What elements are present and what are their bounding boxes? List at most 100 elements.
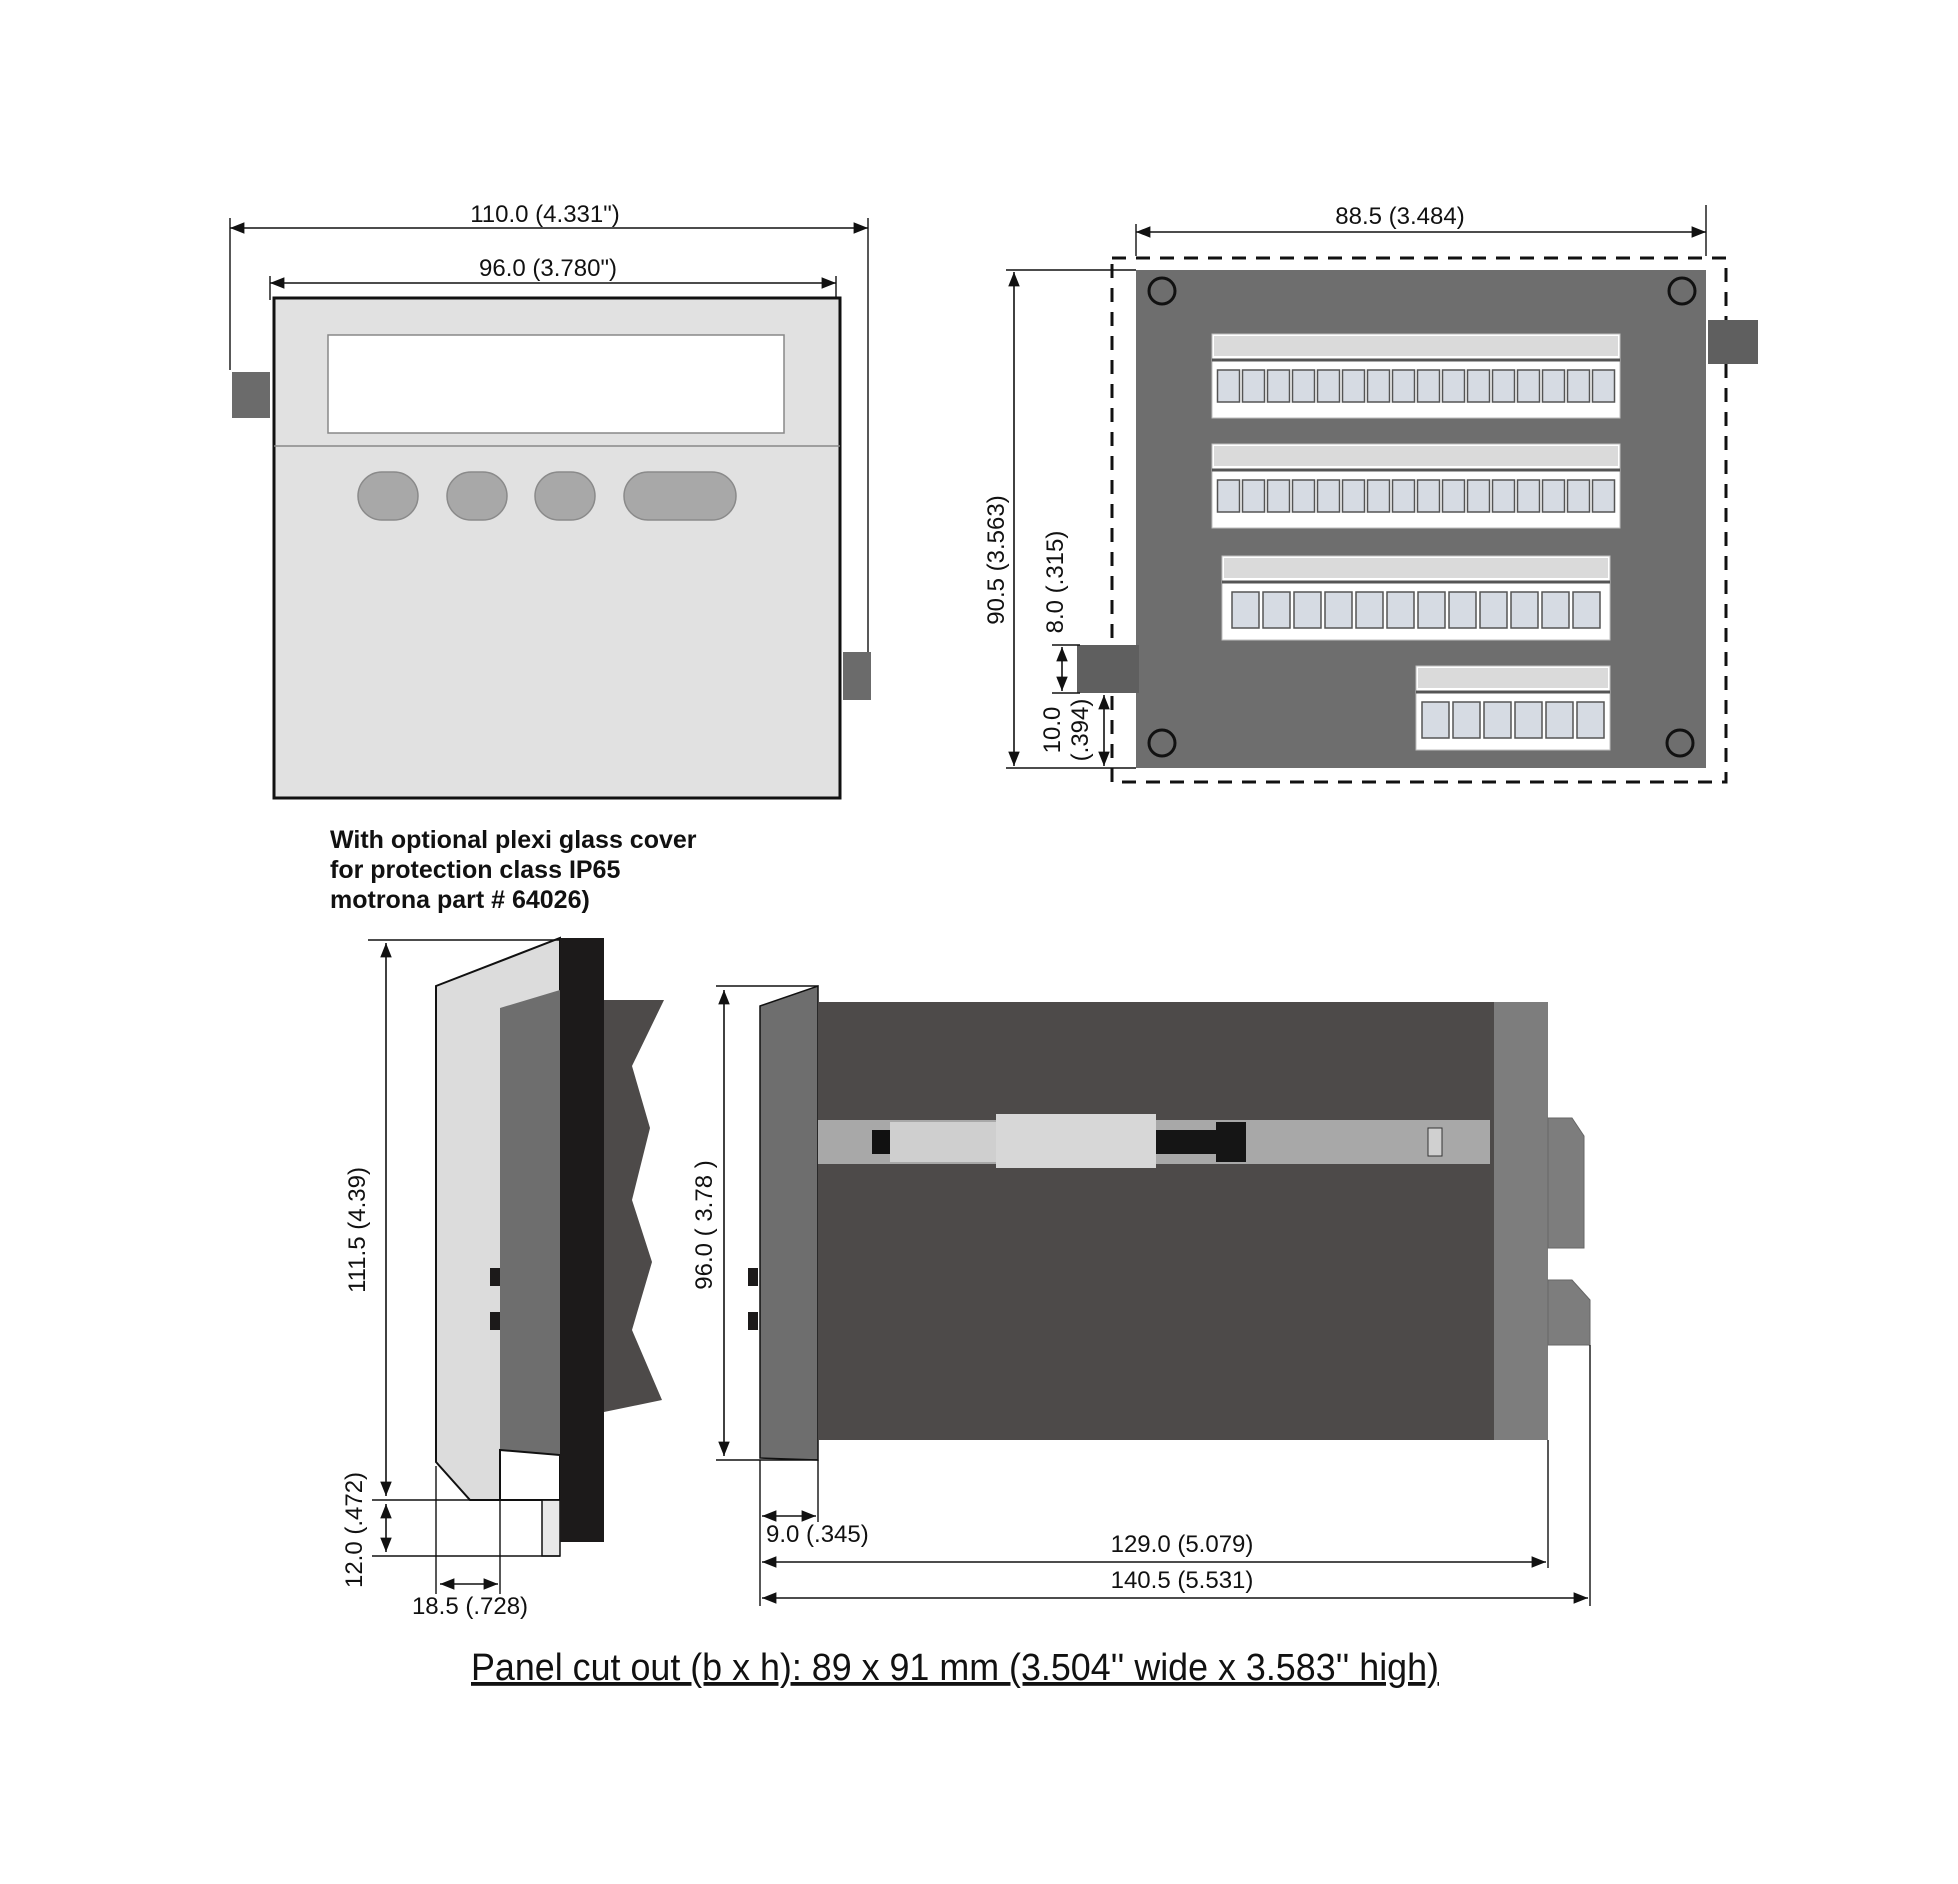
terminal-screw — [1466, 479, 1491, 513]
cover-note-line-2: for protection class IP65 — [330, 856, 620, 884]
terminal-screw — [1391, 479, 1416, 513]
rail-block-1 — [890, 1122, 996, 1162]
rail-connector — [1156, 1130, 1216, 1154]
rear-clip-left — [1077, 645, 1139, 693]
terminal-screw — [1541, 479, 1566, 513]
terminal-screw — [1466, 369, 1491, 403]
terminal-screw — [1386, 591, 1415, 629]
terminal-screw — [1441, 369, 1466, 403]
side-view: 96.0 ( 3.78 ) 9.0 (.345) 129.0 (5.079) 1… — [691, 984, 1591, 1606]
terminal-screw — [1316, 479, 1341, 513]
display-window — [327, 334, 785, 434]
dim-front-width-label: 96.0 (3.780") — [479, 255, 617, 282]
terminal-screw — [1479, 591, 1508, 629]
terminal-screw — [1366, 369, 1391, 403]
plexi-cover-outline — [1110, 256, 1728, 784]
terminal-screw — [1514, 701, 1543, 739]
terminal-screw — [1241, 479, 1266, 513]
terminal-block-header — [1418, 668, 1608, 688]
terminal-screw — [1572, 591, 1601, 629]
latch-pin-1 — [490, 1268, 500, 1286]
button-4-wide — [623, 471, 737, 521]
dim-bezel-depth-label: 9.0 (.345) — [766, 1521, 869, 1548]
rail-connector-head — [1216, 1122, 1246, 1162]
terminal-screw — [1591, 479, 1616, 513]
terminal-screw — [1483, 701, 1512, 739]
dim-total-depth-label: 140.5 (5.531) — [1111, 1567, 1254, 1594]
rear-clip-right — [1708, 320, 1758, 364]
rail-pin — [872, 1130, 890, 1154]
terminal-screw — [1516, 479, 1541, 513]
dim-bottom-offset-label-b: (.394) — [1067, 699, 1094, 762]
terminal-screw — [1416, 369, 1441, 403]
button-3 — [534, 471, 596, 521]
mounting-clip-right — [843, 652, 871, 700]
terminal-screw — [1241, 369, 1266, 403]
button-2 — [446, 471, 508, 521]
terminal-screw — [1216, 479, 1241, 513]
terminal-screw — [1366, 479, 1391, 513]
terminal-screw — [1541, 591, 1570, 629]
terminal-screw — [1441, 479, 1466, 513]
terminal-blocks — [1211, 333, 1621, 751]
cover-lower-step — [499, 1448, 561, 1501]
dim-bottom-offset-label-a: 10.0 — [1039, 707, 1066, 754]
terminal-screw — [1510, 591, 1539, 629]
dim-rear-height-label: 90.5 (3.563) — [983, 495, 1010, 624]
panel-frame — [560, 938, 604, 1542]
terminal-screw — [1266, 369, 1291, 403]
screw-hole-top-right — [1667, 276, 1697, 306]
dim-rear-width-label: 88.5 (3.484) — [1335, 203, 1464, 230]
terminal-screw — [1341, 479, 1366, 513]
terminal-plug-upper — [1547, 1117, 1585, 1249]
mounting-clip-left — [232, 372, 270, 418]
terminal-screw — [1417, 591, 1446, 629]
terminal-screw — [1448, 591, 1477, 629]
terminal-screw — [1566, 369, 1591, 403]
terminal-plug-lower — [1547, 1279, 1591, 1346]
screw-hole-top-left — [1147, 276, 1177, 306]
front-buttons — [357, 471, 737, 521]
rail-block-2 — [996, 1114, 1156, 1168]
front-view: 110.0 (4.331") 96.0 (3.780") — [229, 201, 871, 800]
terminal-screw — [1416, 479, 1441, 513]
dim-cover-height-label: 111.5 (4.39) — [344, 1167, 371, 1293]
device-front-bezel-side — [500, 990, 560, 1455]
side-cover-view: 111.5 (4.39) 12.0 (.472) 18.5 (.728) — [341, 936, 664, 1620]
terminal-screw — [1341, 369, 1366, 403]
dim-housing-depth-label: 129.0 (5.079) — [1111, 1531, 1254, 1558]
button-1 — [357, 471, 419, 521]
dim-cover-depth-label: 18.5 (.728) — [412, 1593, 528, 1620]
terminal-screw — [1216, 369, 1241, 403]
terminal-screw — [1324, 591, 1353, 629]
terminal-screw — [1231, 591, 1260, 629]
terminal-screw — [1291, 479, 1316, 513]
rear-view: 88.5 (3.484) 90.5 (3.563) 8.0 (.315) 10.… — [983, 203, 1758, 784]
terminal-screw — [1316, 369, 1341, 403]
dim-overall-width-label: 110.0 (4.331") — [470, 201, 620, 228]
terminal-screw — [1355, 591, 1384, 629]
terminal-screw — [1262, 591, 1291, 629]
terminal-screw — [1491, 369, 1516, 403]
dim-cover-lower-label: 12.0 (.472) — [341, 1472, 368, 1588]
terminal-block-header — [1214, 446, 1618, 466]
latch-pin-2 — [490, 1312, 500, 1330]
dim-bezel-height-label: 96.0 ( 3.78 ) — [691, 1160, 718, 1289]
terminal-screw — [1591, 369, 1616, 403]
side-latch-pin-1 — [748, 1268, 758, 1286]
cover-latch — [541, 1499, 561, 1557]
terminal-screw — [1516, 369, 1541, 403]
terminal-screw — [1566, 479, 1591, 513]
dim-connector-label: 8.0 (.315) — [1042, 531, 1069, 634]
terminal-screw — [1545, 701, 1574, 739]
terminal-block-header — [1224, 558, 1608, 578]
cover-note-line-3: motrona part # 64026) — [330, 886, 590, 914]
terminal-screw — [1421, 701, 1450, 739]
terminal-screw — [1291, 369, 1316, 403]
screw-hole-bottom-right — [1665, 728, 1695, 758]
side-latch-pin-2 — [748, 1312, 758, 1330]
terminal-screw — [1452, 701, 1481, 739]
front-bezel-side — [759, 984, 819, 1461]
screw-hole-bottom-left — [1147, 728, 1177, 758]
